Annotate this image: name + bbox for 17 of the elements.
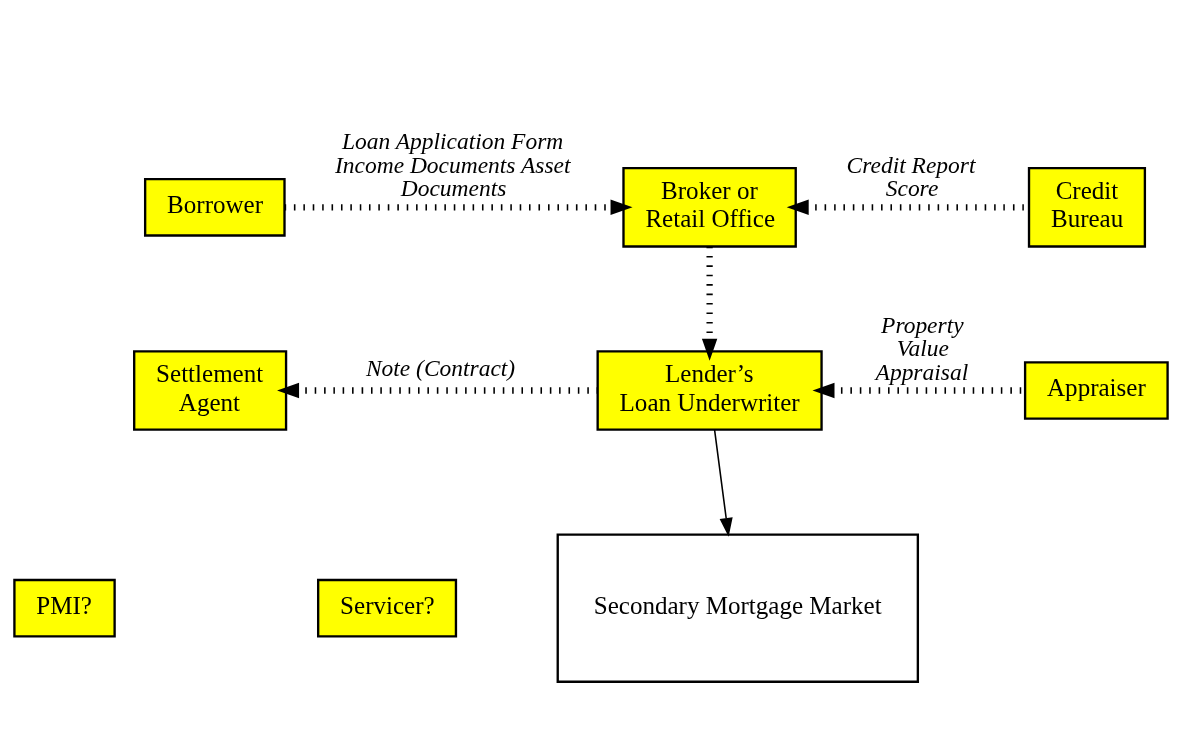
node-box: Borrower xyxy=(143,177,286,237)
arrow xyxy=(284,199,633,215)
arrow xyxy=(277,382,598,398)
node-box: PMI? xyxy=(13,578,116,637)
node-box: Servicer? xyxy=(317,578,458,637)
node-box: Broker or Retail Office xyxy=(622,166,797,248)
node-box: Credit Bureau xyxy=(1027,166,1147,248)
edge-label: Loan Application Form Income Documents Asset Documents xyxy=(335,127,571,201)
node-box: Secondary Mortgage Market xyxy=(556,532,920,683)
arrow xyxy=(701,246,718,361)
arrow xyxy=(713,428,733,537)
node-box: Lender’s Loan Underwriter xyxy=(596,349,823,431)
node-box: Appraiser xyxy=(1023,360,1169,420)
edge-label: Credit Report Score xyxy=(846,151,976,201)
node-box: Settlement Agent xyxy=(133,349,288,431)
edge-label: Property Value Appraisal xyxy=(875,311,969,385)
edge-label: Note (Contract) xyxy=(365,354,516,381)
